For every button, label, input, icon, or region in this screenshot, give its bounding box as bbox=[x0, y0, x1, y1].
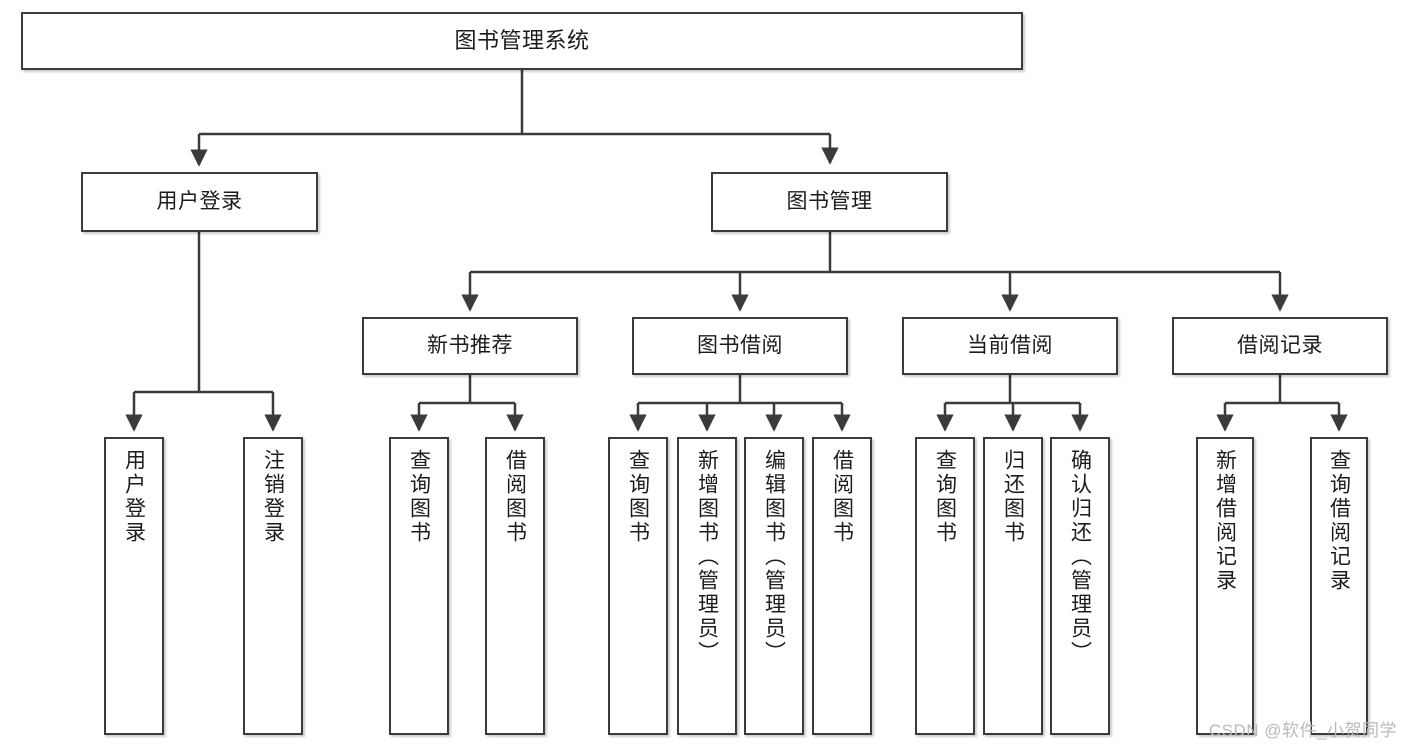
node-new-book-recommend-label: 新书推荐 bbox=[427, 333, 513, 357]
leaf-borrow-record-1[interactable]: 新增借阅记录 bbox=[1196, 437, 1254, 735]
node-user-login-label: 用户登录 bbox=[156, 189, 243, 213]
leaf-book-borrow-3-label: 编辑图书（管理员） bbox=[762, 449, 786, 665]
leaf-borrow-record-2-label: 查询借阅记录 bbox=[1327, 449, 1351, 593]
leaf-user-login-2[interactable]: 注销登录 bbox=[243, 437, 303, 735]
leaf-current-borrow-1[interactable]: 查询图书 bbox=[915, 437, 975, 735]
leaf-book-borrow-1[interactable]: 查询图书 bbox=[608, 437, 668, 735]
node-root-label: 图书管理系统 bbox=[454, 28, 590, 54]
leaf-current-borrow-2[interactable]: 归还图书 bbox=[983, 437, 1043, 735]
leaf-book-borrow-2-label: 新增图书（管理员） bbox=[695, 449, 719, 665]
leaf-book-borrow-3[interactable]: 编辑图书（管理员） bbox=[744, 437, 804, 735]
leaf-book-borrow-4[interactable]: 借阅图书 bbox=[812, 437, 872, 735]
node-current-borrow-label: 当前借阅 bbox=[967, 333, 1053, 357]
leaf-current-borrow-1-label: 查询图书 bbox=[933, 449, 957, 545]
node-book-borrow[interactable]: 图书借阅 bbox=[632, 317, 848, 375]
leaf-user-login-1[interactable]: 用户登录 bbox=[104, 437, 164, 735]
leaf-user-login-1-label: 用户登录 bbox=[122, 449, 146, 545]
leaf-new-book-1-label: 查询图书 bbox=[407, 449, 431, 545]
node-root[interactable]: 图书管理系统 bbox=[21, 12, 1023, 70]
node-new-book-recommend[interactable]: 新书推荐 bbox=[362, 317, 578, 375]
leaf-user-login-2-label: 注销登录 bbox=[261, 449, 285, 545]
leaf-current-borrow-3[interactable]: 确认归还（管理员） bbox=[1050, 437, 1110, 735]
node-book-management[interactable]: 图书管理 bbox=[711, 172, 948, 232]
leaf-new-book-2-label: 借阅图书 bbox=[503, 449, 527, 545]
node-current-borrow[interactable]: 当前借阅 bbox=[902, 317, 1118, 375]
leaf-borrow-record-1-label: 新增借阅记录 bbox=[1213, 449, 1237, 593]
node-book-management-label: 图书管理 bbox=[786, 189, 873, 213]
leaf-current-borrow-2-label: 归还图书 bbox=[1001, 449, 1025, 545]
node-book-borrow-label: 图书借阅 bbox=[697, 333, 783, 357]
leaf-book-borrow-2[interactable]: 新增图书（管理员） bbox=[677, 437, 737, 735]
leaf-borrow-record-2[interactable]: 查询借阅记录 bbox=[1310, 437, 1368, 735]
leaf-new-book-1[interactable]: 查询图书 bbox=[389, 437, 449, 735]
leaf-book-borrow-1-label: 查询图书 bbox=[626, 449, 650, 545]
leaf-new-book-2[interactable]: 借阅图书 bbox=[485, 437, 545, 735]
node-borrow-record[interactable]: 借阅记录 bbox=[1172, 317, 1388, 375]
node-user-login[interactable]: 用户登录 bbox=[81, 172, 318, 232]
node-borrow-record-label: 借阅记录 bbox=[1237, 333, 1323, 357]
leaf-current-borrow-3-label: 确认归还（管理员） bbox=[1068, 449, 1092, 665]
leaf-book-borrow-4-label: 借阅图书 bbox=[830, 449, 854, 545]
